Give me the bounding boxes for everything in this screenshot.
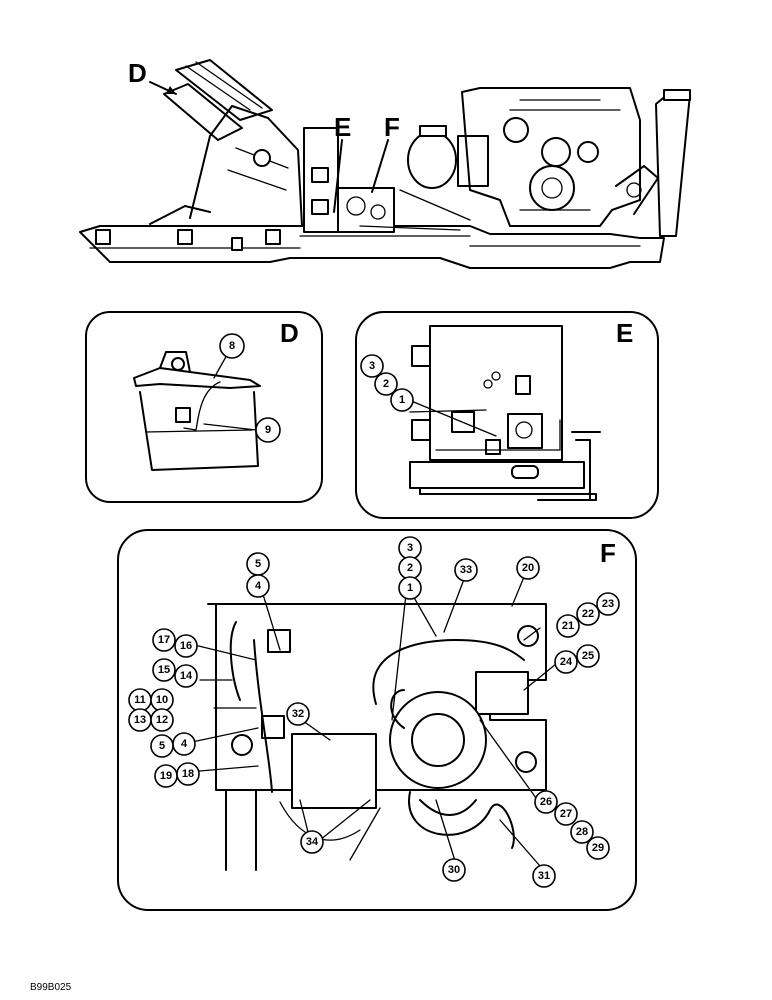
machine-overview: D E F xyxy=(79,58,691,269)
detail-e-title: E xyxy=(616,318,633,348)
detail-f-callout-26: 26 xyxy=(534,790,558,814)
detail-f-callout-4-top: 4 xyxy=(246,574,270,598)
svg-text:16: 16 xyxy=(180,640,192,652)
detail-e-callout-1: 1 xyxy=(390,388,414,412)
detail-f-callout-15: 15 xyxy=(152,658,176,682)
detail-f-callout-19: 19 xyxy=(154,764,178,788)
svg-text:32: 32 xyxy=(292,708,304,720)
detail-f-callout-21: 21 xyxy=(556,614,580,638)
detail-f-callout-2: 2 xyxy=(398,556,422,580)
detail-f-callout-34: 34 xyxy=(300,830,324,854)
detail-f-callout-22: 22 xyxy=(576,602,600,626)
svg-text:25: 25 xyxy=(582,650,594,662)
detail-f-callout-3: 3 xyxy=(398,536,422,560)
svg-text:24: 24 xyxy=(560,656,573,668)
detail-f-callout-16: 16 xyxy=(174,634,198,658)
svg-text:26: 26 xyxy=(540,796,552,808)
svg-text:3: 3 xyxy=(369,360,375,372)
svg-text:9: 9 xyxy=(265,424,271,436)
detail-f-callout-5-top: 5 xyxy=(246,552,270,576)
svg-text:4: 4 xyxy=(181,738,188,750)
view-label-d: D xyxy=(128,58,147,88)
svg-text:8: 8 xyxy=(229,340,235,352)
detail-f-callout-29: 29 xyxy=(586,836,610,860)
svg-text:1: 1 xyxy=(399,394,405,406)
svg-text:19: 19 xyxy=(160,770,172,782)
svg-text:21: 21 xyxy=(562,620,574,632)
svg-text:17: 17 xyxy=(158,634,170,646)
svg-text:1: 1 xyxy=(407,582,413,594)
detail-f-callout-17: 17 xyxy=(152,628,176,652)
detail-f-callout-11: 11 xyxy=(128,688,152,712)
detail-f-callout-13: 13 xyxy=(128,708,152,732)
svg-text:15: 15 xyxy=(158,664,170,676)
svg-text:2: 2 xyxy=(383,378,389,390)
detail-f-callout-24: 24 xyxy=(554,650,578,674)
svg-text:11: 11 xyxy=(134,694,146,706)
svg-text:14: 14 xyxy=(180,670,193,682)
svg-text:3: 3 xyxy=(407,542,413,554)
svg-text:13: 13 xyxy=(134,714,146,726)
figure-id: B99B025 xyxy=(30,982,72,993)
detail-f-callout-31: 31 xyxy=(532,864,556,888)
detail-view-d: D 8 9 xyxy=(85,311,323,503)
svg-text:23: 23 xyxy=(602,598,614,610)
detail-f-callout-20: 20 xyxy=(516,556,540,580)
detail-d-title: D xyxy=(280,318,299,348)
detail-d-callout-9: 9 xyxy=(255,417,281,443)
detail-f-callout-32: 32 xyxy=(286,702,310,726)
svg-text:33: 33 xyxy=(460,564,472,576)
svg-text:20: 20 xyxy=(522,562,534,574)
detail-f-callout-14: 14 xyxy=(174,664,198,688)
svg-text:5: 5 xyxy=(159,740,165,752)
svg-text:4: 4 xyxy=(255,580,262,592)
detail-f-callout-10: 10 xyxy=(150,688,174,712)
detail-f-callout-4-mid: 4 xyxy=(172,732,196,756)
detail-f-callout-25: 25 xyxy=(576,644,600,668)
detail-f-callout-5-mid: 5 xyxy=(150,734,174,758)
detail-view-e: E 3 2 1 xyxy=(355,311,659,519)
detail-f-callout-27: 27 xyxy=(554,802,578,826)
svg-text:2: 2 xyxy=(407,562,413,574)
svg-text:29: 29 xyxy=(592,842,604,854)
svg-text:12: 12 xyxy=(156,714,168,726)
detail-f-callout-23: 23 xyxy=(596,592,620,616)
svg-text:5: 5 xyxy=(255,558,261,570)
svg-text:34: 34 xyxy=(306,836,319,848)
svg-text:30: 30 xyxy=(448,864,460,876)
detail-f-callout-33: 33 xyxy=(454,558,478,582)
svg-text:22: 22 xyxy=(582,608,594,620)
detail-e-callout-3: 3 xyxy=(360,354,384,378)
svg-text:27: 27 xyxy=(560,808,572,820)
detail-view-f: F 5 4 17 16 15 14 11 10 13 12 5 4 xyxy=(117,529,637,911)
svg-text:28: 28 xyxy=(576,826,588,838)
detail-f-callout-28: 28 xyxy=(570,820,594,844)
svg-text:18: 18 xyxy=(182,768,194,780)
svg-text:10: 10 xyxy=(156,694,168,706)
view-label-e: E xyxy=(334,112,351,142)
detail-f-callout-18: 18 xyxy=(176,762,200,786)
detail-f-callout-12: 12 xyxy=(150,708,174,732)
view-label-f: F xyxy=(384,112,400,142)
svg-text:31: 31 xyxy=(538,870,550,882)
detail-f-title: F xyxy=(600,538,616,568)
detail-d-callout-8: 8 xyxy=(219,333,245,359)
detail-f-callout-30: 30 xyxy=(442,858,466,882)
detail-f-callout-1: 1 xyxy=(398,576,422,600)
detail-e-callout-2: 2 xyxy=(374,372,398,396)
